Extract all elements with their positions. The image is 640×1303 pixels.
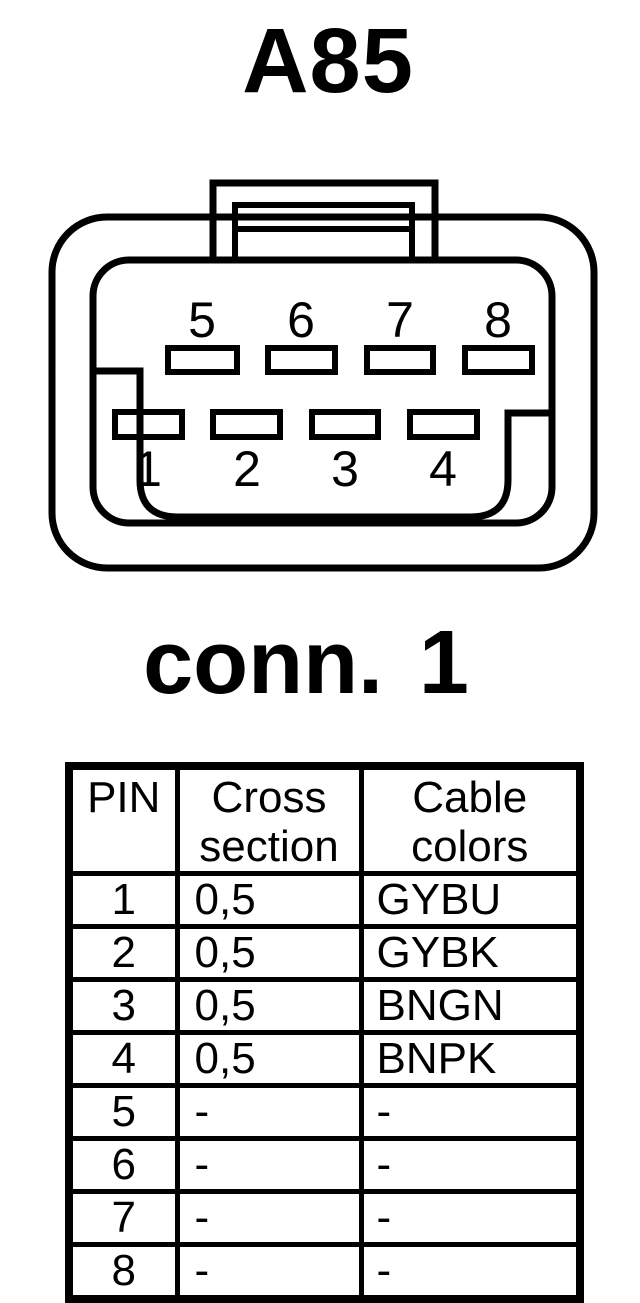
pinout-table: PIN Cross section Cable colors 1 0,5 GYB… [65, 762, 584, 1303]
connector-face-diagram: 5 6 7 8 1 2 3 4 [48, 179, 598, 572]
connector-outer-housing [48, 213, 598, 572]
pin-slot-4 [407, 409, 480, 440]
cell-cross: - [174, 1189, 364, 1247]
cell-cross: 0,5 [174, 871, 364, 929]
cell-pin: 5 [66, 1083, 180, 1141]
page-title: A85 [242, 10, 414, 112]
pin-number-4: 4 [429, 441, 457, 497]
table-row: 8 - - [66, 1242, 583, 1302]
pin-number-3: 3 [331, 441, 359, 497]
pin-number-6: 6 [287, 292, 315, 348]
cavity-key-contour [96, 367, 549, 521]
table-header-row: PIN Cross section Cable colors [66, 763, 583, 876]
pin-slot-6 [265, 345, 338, 375]
cell-pin: 7 [66, 1189, 180, 1247]
header-cable-colors: Cable colors [358, 763, 583, 876]
cell-color: BNPK [358, 1030, 583, 1088]
latch-outer [209, 179, 439, 263]
cell-pin: 3 [66, 977, 180, 1035]
pin-slot-7 [364, 345, 436, 375]
pin-number-2: 2 [233, 441, 261, 497]
cell-cross: 0,5 [174, 1030, 364, 1088]
cell-cross: - [174, 1083, 364, 1141]
cell-color: - [358, 1083, 583, 1141]
cell-color: - [358, 1136, 583, 1194]
table-row: 6 - - [66, 1136, 583, 1194]
cell-cross: 0,5 [174, 924, 364, 982]
cell-color: BNGN [358, 977, 583, 1035]
pin-slot-2 [210, 409, 283, 440]
cell-pin: 1 [66, 871, 180, 929]
cell-cross: 0,5 [174, 977, 364, 1035]
pin-slot-3 [309, 409, 381, 440]
connector-inner-shroud [89, 256, 556, 527]
pin-number-1: 1 [134, 441, 162, 497]
table-row: 4 0,5 BNPK [66, 1030, 583, 1088]
cell-pin: 8 [66, 1242, 180, 1302]
pin-number-5: 5 [188, 292, 216, 348]
connector-caption: conn. 1 [143, 613, 469, 713]
cell-color: - [358, 1189, 583, 1247]
cell-color: GYBK [358, 924, 583, 982]
cell-pin: 6 [66, 1136, 180, 1194]
table-row: 1 0,5 GYBU [66, 871, 583, 929]
header-pin: PIN [66, 763, 180, 876]
table-row: 7 - - [66, 1189, 583, 1247]
pin-slot-5 [165, 345, 240, 375]
pin-number-8: 8 [484, 292, 512, 348]
cell-cross: - [174, 1242, 364, 1302]
cell-pin: 4 [66, 1030, 180, 1088]
cell-color: - [358, 1242, 583, 1302]
cell-color: GYBU [358, 871, 583, 929]
latch-inner [232, 202, 415, 263]
table-row: 3 0,5 BNGN [66, 977, 583, 1035]
pin-slot-8 [462, 345, 535, 375]
table-row: 2 0,5 GYBK [66, 924, 583, 982]
cell-pin: 2 [66, 924, 180, 982]
pin-slot-1 [112, 409, 185, 440]
header-cross-section: Cross section [174, 763, 364, 876]
pin-number-7: 7 [386, 292, 414, 348]
table-row: 5 - - [66, 1083, 583, 1141]
cell-cross: - [174, 1136, 364, 1194]
